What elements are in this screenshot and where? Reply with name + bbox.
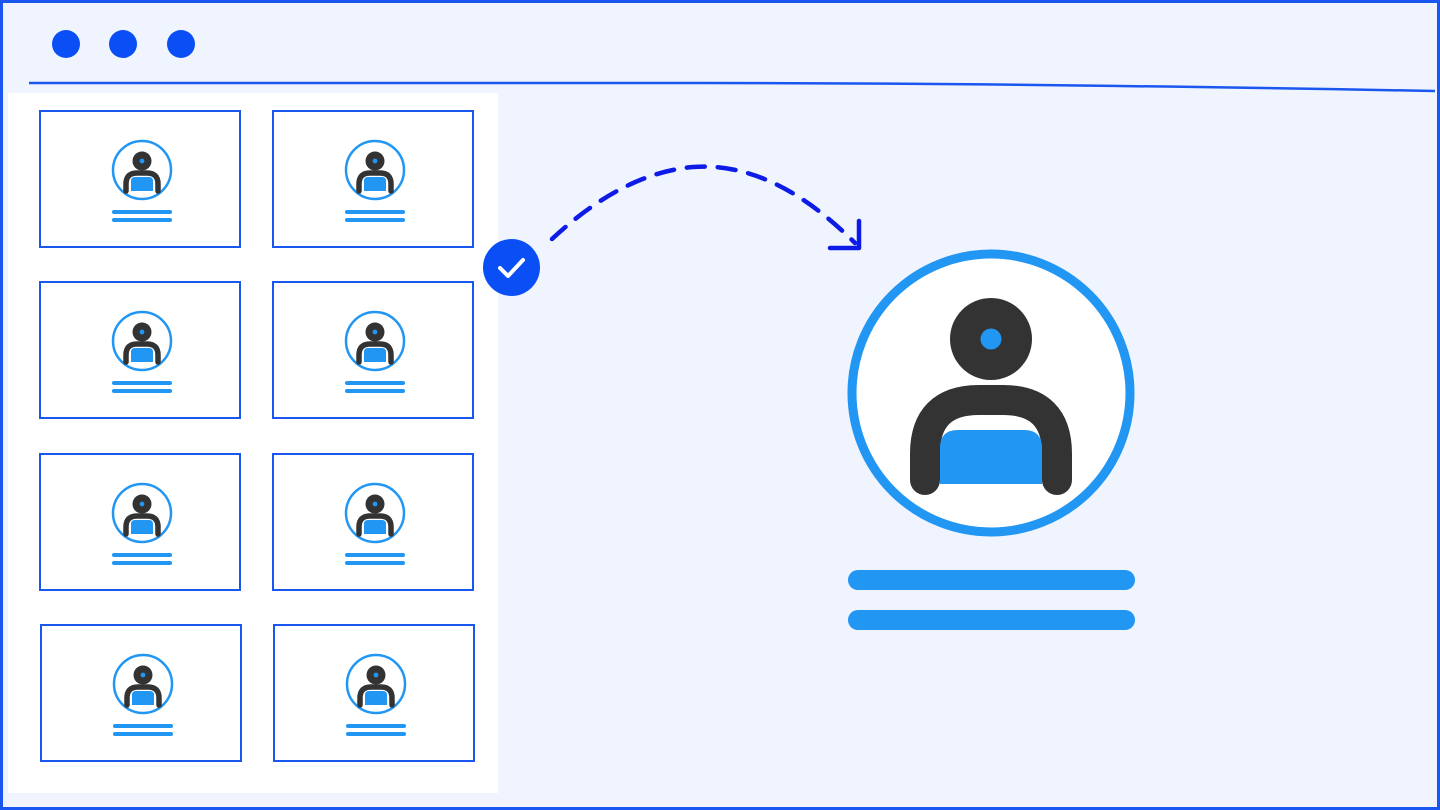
user-avatar-icon bbox=[111, 482, 173, 565]
user-avatar-icon bbox=[344, 482, 406, 565]
window-control-dot[interactable] bbox=[52, 30, 80, 58]
window-control-dot[interactable] bbox=[109, 30, 137, 58]
profile-detail-line bbox=[848, 610, 1135, 630]
title-bar bbox=[3, 3, 1437, 93]
profile-card[interactable] bbox=[40, 624, 242, 762]
checkmark-icon bbox=[498, 258, 525, 278]
title-divider bbox=[29, 81, 1436, 93]
profile-card[interactable] bbox=[272, 453, 474, 591]
profile-card[interactable] bbox=[273, 624, 475, 762]
user-avatar-icon bbox=[344, 310, 406, 393]
profile-card[interactable] bbox=[272, 281, 474, 419]
profile-card[interactable] bbox=[39, 110, 241, 248]
user-avatar-icon bbox=[345, 653, 407, 736]
profile-card[interactable] bbox=[272, 110, 474, 248]
user-avatar-icon bbox=[344, 139, 406, 222]
user-avatar-icon bbox=[112, 653, 174, 736]
user-avatar-icon bbox=[847, 249, 1135, 537]
user-avatar-icon bbox=[111, 139, 173, 222]
profile-card[interactable] bbox=[39, 281, 241, 419]
profile-card-grid bbox=[8, 93, 498, 793]
dashed-arrow-icon bbox=[549, 164, 862, 251]
profile-detail-line bbox=[848, 570, 1135, 590]
selected-profile-avatar[interactable] bbox=[841, 248, 1141, 548]
window-control-dot[interactable] bbox=[167, 30, 195, 58]
selected-badge[interactable] bbox=[483, 239, 540, 296]
user-avatar-icon bbox=[111, 310, 173, 393]
profile-card[interactable] bbox=[39, 453, 241, 591]
